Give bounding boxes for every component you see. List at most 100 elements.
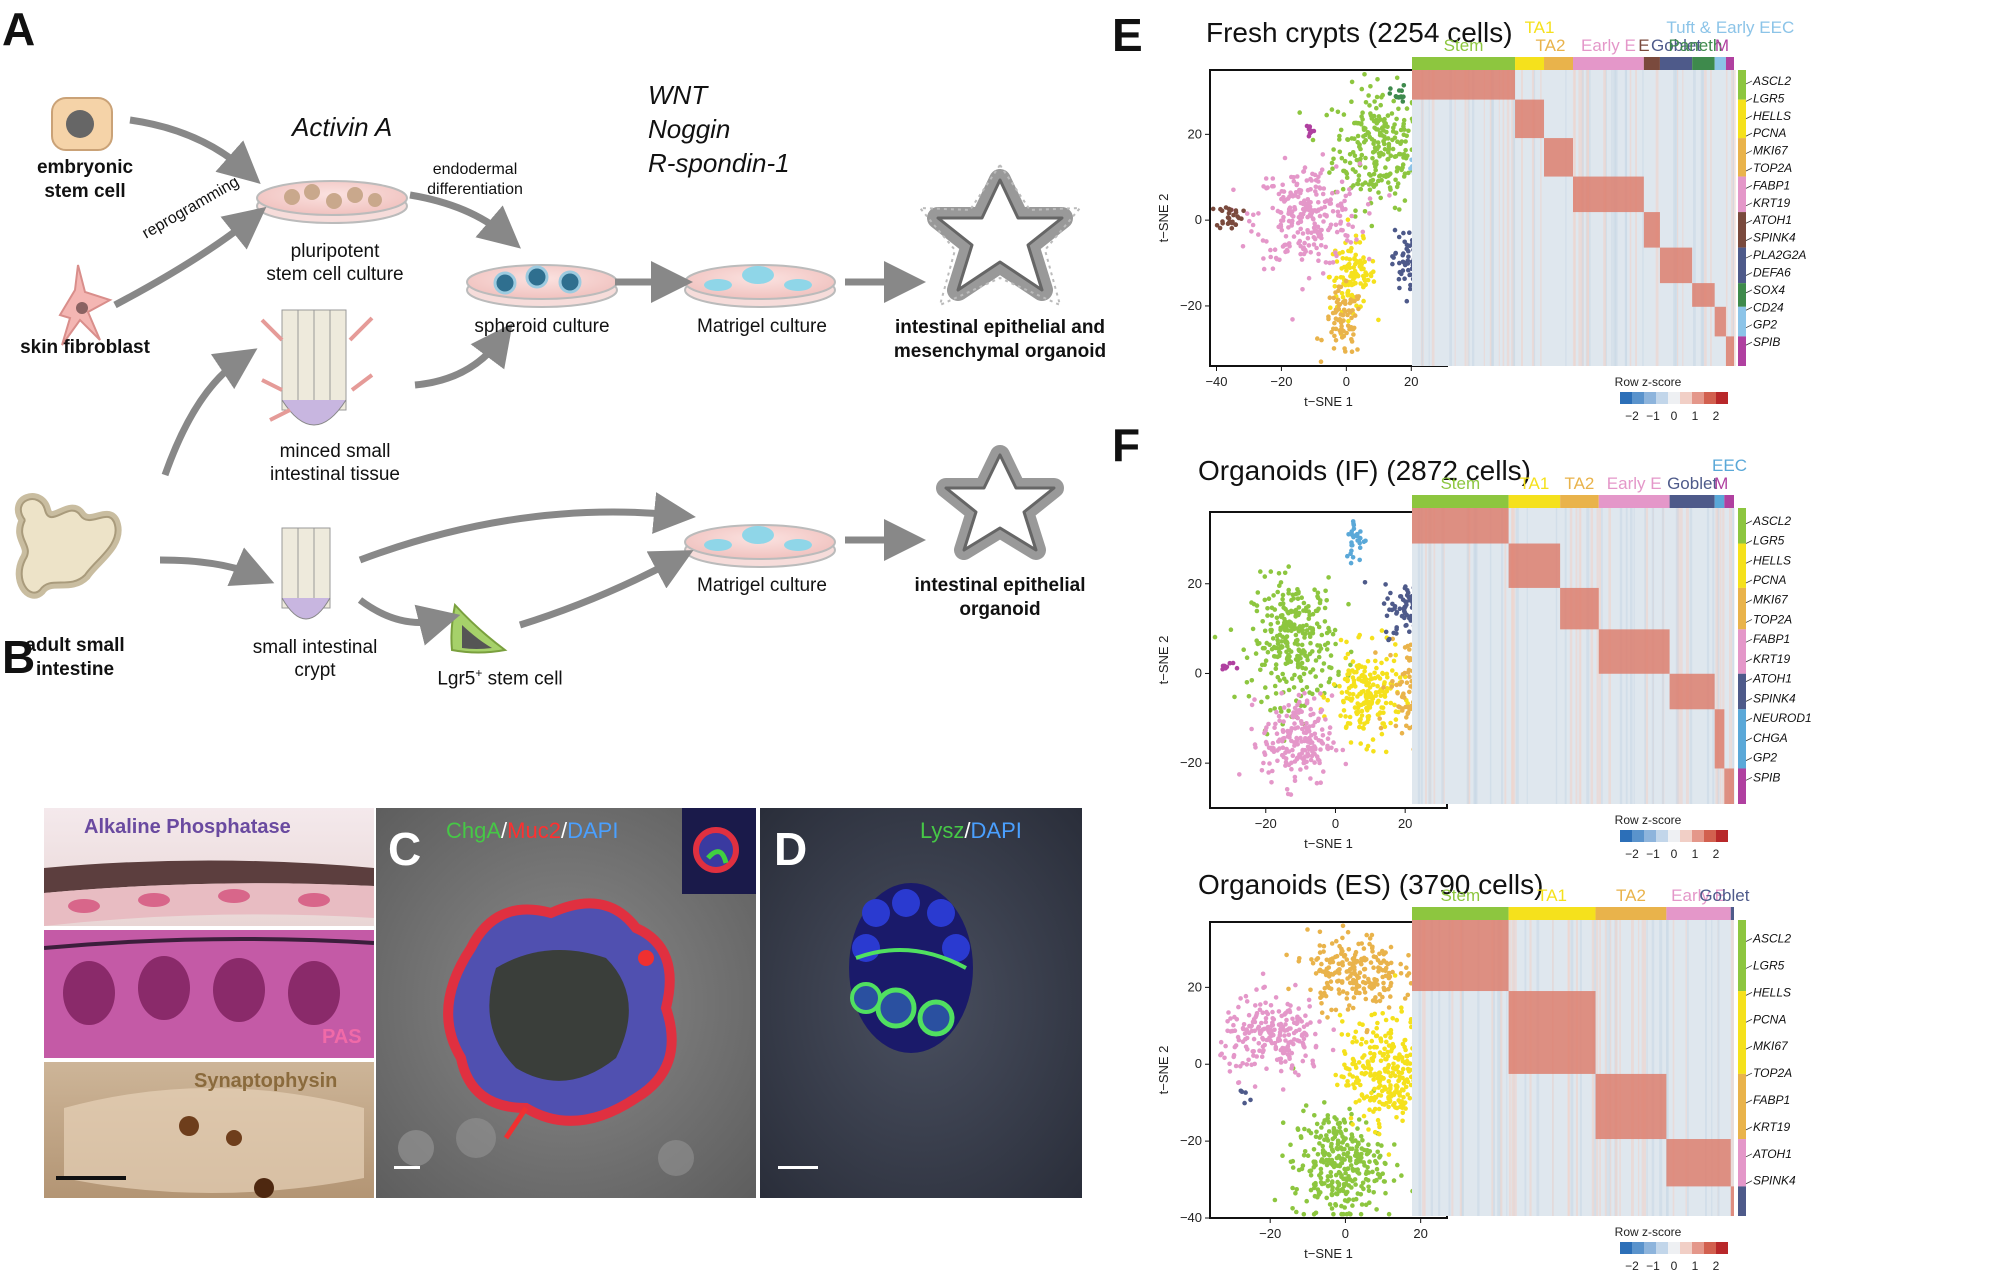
scatter-point [1313,674,1318,679]
scatter-point [1301,671,1307,677]
heatmap-stripe [1418,920,1422,1216]
scatter-point [1353,1029,1359,1035]
row-bar-stem [1738,920,1746,992]
scatter-point [1353,208,1358,213]
scatter-point [1308,640,1313,646]
scatter-point [1286,591,1291,596]
scatter-point [1301,608,1306,613]
scatter-point [1361,134,1366,139]
scatter-point [1306,997,1312,1003]
scatter-point [1284,247,1290,253]
scatter-point [1403,600,1409,605]
scatter-point [1273,995,1279,1000]
heatmap-stripe [1468,70,1470,366]
scatter-point [1249,702,1255,708]
scatter-point [1270,1022,1276,1028]
heatmap-stripe [1428,508,1432,804]
scatter-point [1383,1190,1388,1196]
scatter-point [1404,965,1409,970]
scatter-point [1328,201,1334,206]
scatter-point [1270,205,1275,211]
scatter-point [1295,1126,1301,1131]
scatter-point [1361,946,1367,951]
scatter-point [1345,1007,1351,1012]
scatter-point [1315,608,1320,614]
scatter-point [1322,204,1328,210]
scatter-point [1292,641,1298,646]
gene-tick [1745,1153,1753,1158]
y-tick-label: 20 [1188,576,1202,591]
scatter-point [1359,1036,1365,1042]
legend-tick: 2 [1713,847,1720,861]
scatter-point [1296,628,1302,634]
scatter-point [1345,293,1351,298]
scatter-point [1402,670,1407,676]
scatter-point [1271,654,1277,659]
scatter-point [1344,1177,1350,1183]
scatter-point [1324,1133,1329,1138]
y-tick-label: 0 [1195,212,1202,227]
band-stem [1412,57,1516,70]
row-bar-paneth [1738,283,1746,307]
scatter-point [1399,1173,1404,1178]
heatmap-stripe [1433,508,1436,804]
scatter-point [1389,111,1395,116]
cluster-m [1304,123,1317,139]
legend-swatch [1716,392,1728,404]
scatter-point [1309,753,1315,759]
scatter-point [1404,715,1409,720]
scatter-point [1310,960,1316,966]
scatter-point [1300,1040,1306,1046]
scatter-point [1260,619,1265,624]
scatter-point [1312,746,1318,751]
scatter-point [1336,970,1342,976]
heatmap-block-paneth [1692,283,1715,307]
scatter-point [1340,228,1345,233]
scatter-point [1267,761,1272,766]
gene-label: ASCL2 [1752,514,1791,528]
scatter-point [1339,960,1345,966]
scatter-point [1333,1172,1339,1178]
row-bar-ta1 [1738,543,1746,588]
scatter-point [1369,932,1375,938]
scatter-point [1349,349,1355,355]
band-ta2 [1595,907,1667,920]
scatter-point [1308,987,1313,993]
scatter-point [1281,719,1286,724]
scatter-point [1290,1158,1296,1164]
scatter-point [1394,1115,1399,1120]
scatter-point [1397,606,1403,611]
scatter-point [1344,969,1350,974]
gene-label: SPIB [1753,335,1780,349]
scatter-point [1356,709,1361,715]
scatter-point [1341,112,1347,117]
heatmap-stripe [1511,508,1514,804]
scatter-point [1376,1071,1382,1076]
scatter-point [1223,1043,1228,1049]
scatter-point [1349,136,1355,141]
x-tick-label: 20 [1404,374,1418,389]
scatter-point [1370,737,1376,742]
cluster-e [1210,205,1246,231]
cluster-ta1 [1318,628,1421,755]
workflow-diagram [14,97,1083,654]
scatter-point [1365,130,1371,135]
scatter-point [1348,1115,1354,1121]
scatter-point [1396,1078,1401,1084]
scatter-point [1346,261,1352,267]
scatter-point [1319,727,1325,732]
heatmap-stripe [1732,508,1735,804]
row-bar-eec [1738,709,1746,769]
scatter-point [1301,1024,1307,1030]
label-pluripotent: pluripotent stem cell culture [266,241,404,285]
scatter-point [1265,1024,1271,1030]
scatter-point [1378,1093,1384,1098]
scatter-point [1286,1032,1292,1038]
scatter-point [1374,665,1379,671]
label-organoid-mesenchymal: intestinal epithelial and mesenchymal or… [893,317,1107,362]
scatter-point [1357,161,1363,166]
scatter-point [1283,1022,1288,1027]
scatter-point [1322,1118,1327,1123]
scatter-point [1353,1167,1359,1173]
gene-label: TOP2A [1753,612,1792,626]
